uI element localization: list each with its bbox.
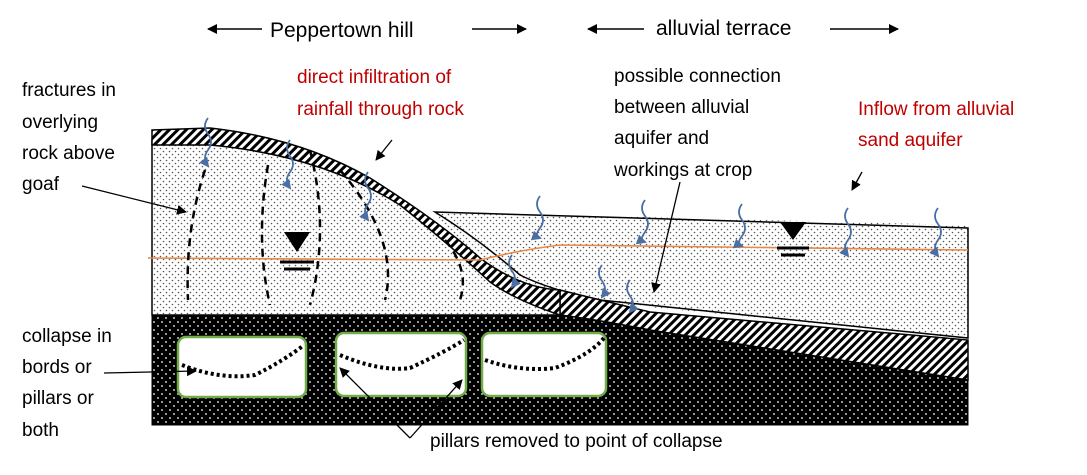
fractures-label-1: fractures in <box>22 80 116 101</box>
connection-label-4: workings at crop <box>613 160 752 181</box>
fractures-label-4: goaf <box>22 174 60 195</box>
pillar-3 <box>480 331 608 398</box>
fractures-pointer <box>81 185 187 215</box>
connection-pointer <box>651 181 681 293</box>
water-level-icon-hill <box>280 232 314 271</box>
rain-icons <box>199 117 942 314</box>
pillars-label: pillars removed to point of collapse <box>430 431 723 452</box>
infiltration-label-2: rainfall through rock <box>297 99 464 120</box>
header-alluvial-terrace: alluvial terrace <box>656 17 791 40</box>
water-table-line <box>147 244 969 261</box>
inflow-pointer <box>851 171 863 191</box>
collapse-label-3: pillars or <box>22 388 94 409</box>
collapse-label-4: both <box>22 420 59 441</box>
fractures-label-3: rock above <box>22 143 115 164</box>
inflow-label-2: sand aquifer <box>858 130 963 151</box>
fractures-label-2: overlying <box>22 112 98 133</box>
header-peppertown-hill: Peppertown hill <box>270 19 414 42</box>
connection-label-3: aquifer and <box>614 128 709 149</box>
pillar-2 <box>334 331 468 398</box>
collapse-line-1 <box>181 343 306 379</box>
hill-surface-layer <box>151 127 561 317</box>
pillars-pointer-2 <box>409 379 463 439</box>
collapse-line-3 <box>484 336 606 371</box>
collapse-label-1: collapse in <box>22 326 112 347</box>
fracture-lines <box>186 149 465 306</box>
coal-seam-top-hatch <box>559 289 969 381</box>
water-level-icon-terrace <box>777 222 809 257</box>
inflow-label-1: Inflow from alluvial <box>858 99 1014 120</box>
connection-label-1: possible connection <box>614 66 781 87</box>
infiltration-pointer <box>375 139 393 161</box>
collapse-pointer <box>103 366 197 377</box>
connection-label-2: between alluvial <box>614 97 749 118</box>
collapse-label-2: bords or <box>22 357 92 378</box>
pillar-1 <box>176 335 308 399</box>
pillars-pointer-1 <box>339 367 411 439</box>
infiltration-label-1: direct infiltration of <box>297 67 452 88</box>
